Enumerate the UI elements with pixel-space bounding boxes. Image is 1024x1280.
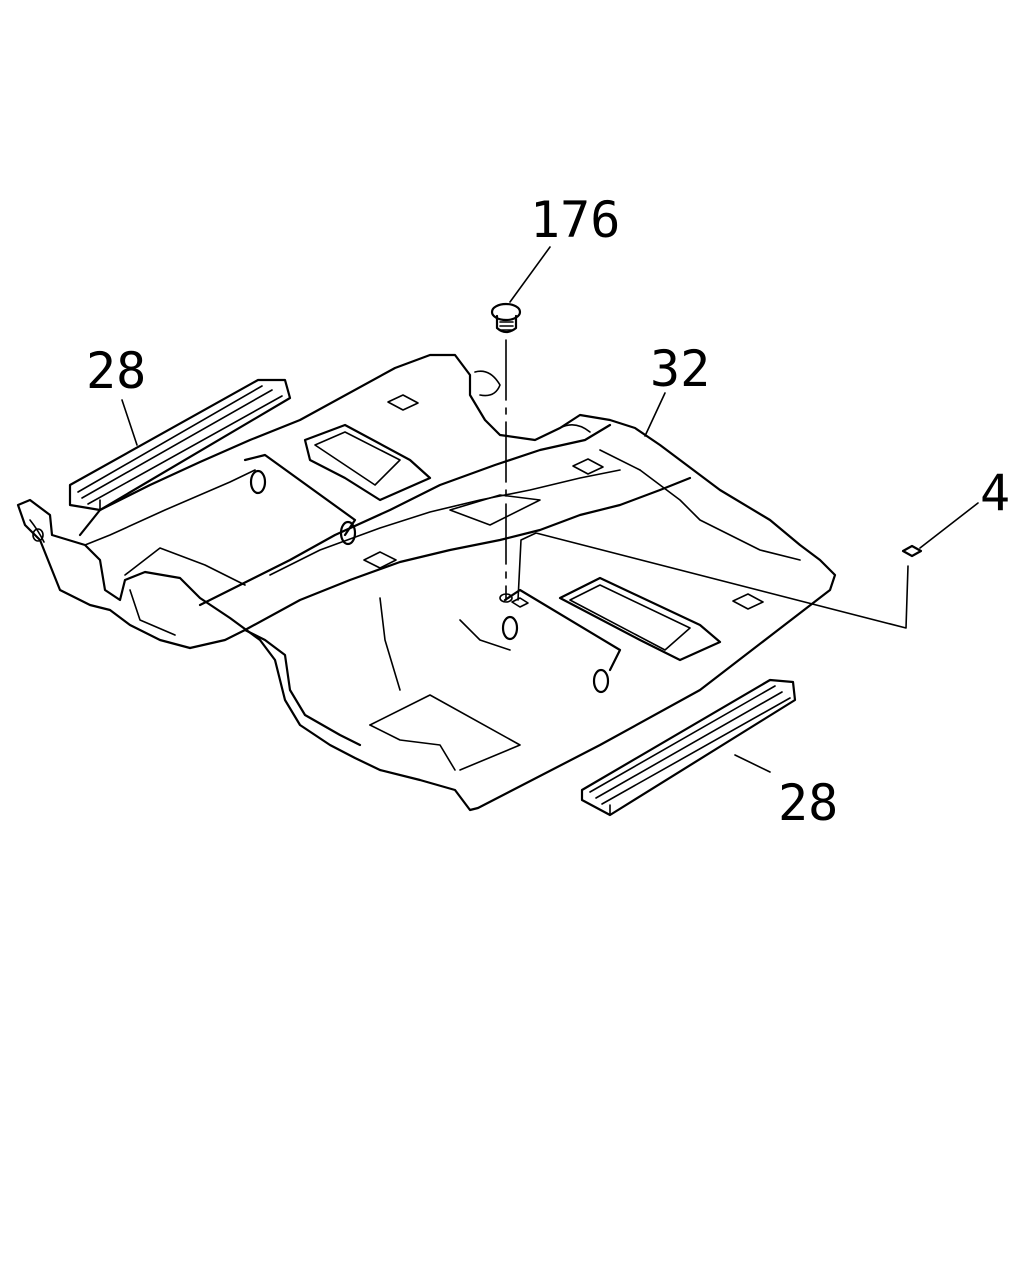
callout-label-28-left: 28 [86, 342, 146, 400]
leader-28-left [121, 399, 138, 446]
callout-label-176: 176 [530, 191, 620, 249]
callout-label-4: 4 [980, 464, 1010, 522]
sill-plate-left [68, 378, 292, 512]
leader-32 [644, 392, 666, 437]
callout-label-28-right: 28 [778, 774, 838, 832]
callout-label-32: 32 [650, 340, 710, 398]
leader-4 [919, 502, 979, 549]
floor-carpet [16, 353, 837, 812]
sill-plate-right [580, 678, 797, 817]
leader-176 [509, 246, 551, 303]
leader-28-right [734, 754, 771, 773]
pad-part [517, 532, 923, 629]
leader-lines [121, 246, 979, 773]
clip-fastener [490, 302, 522, 601]
